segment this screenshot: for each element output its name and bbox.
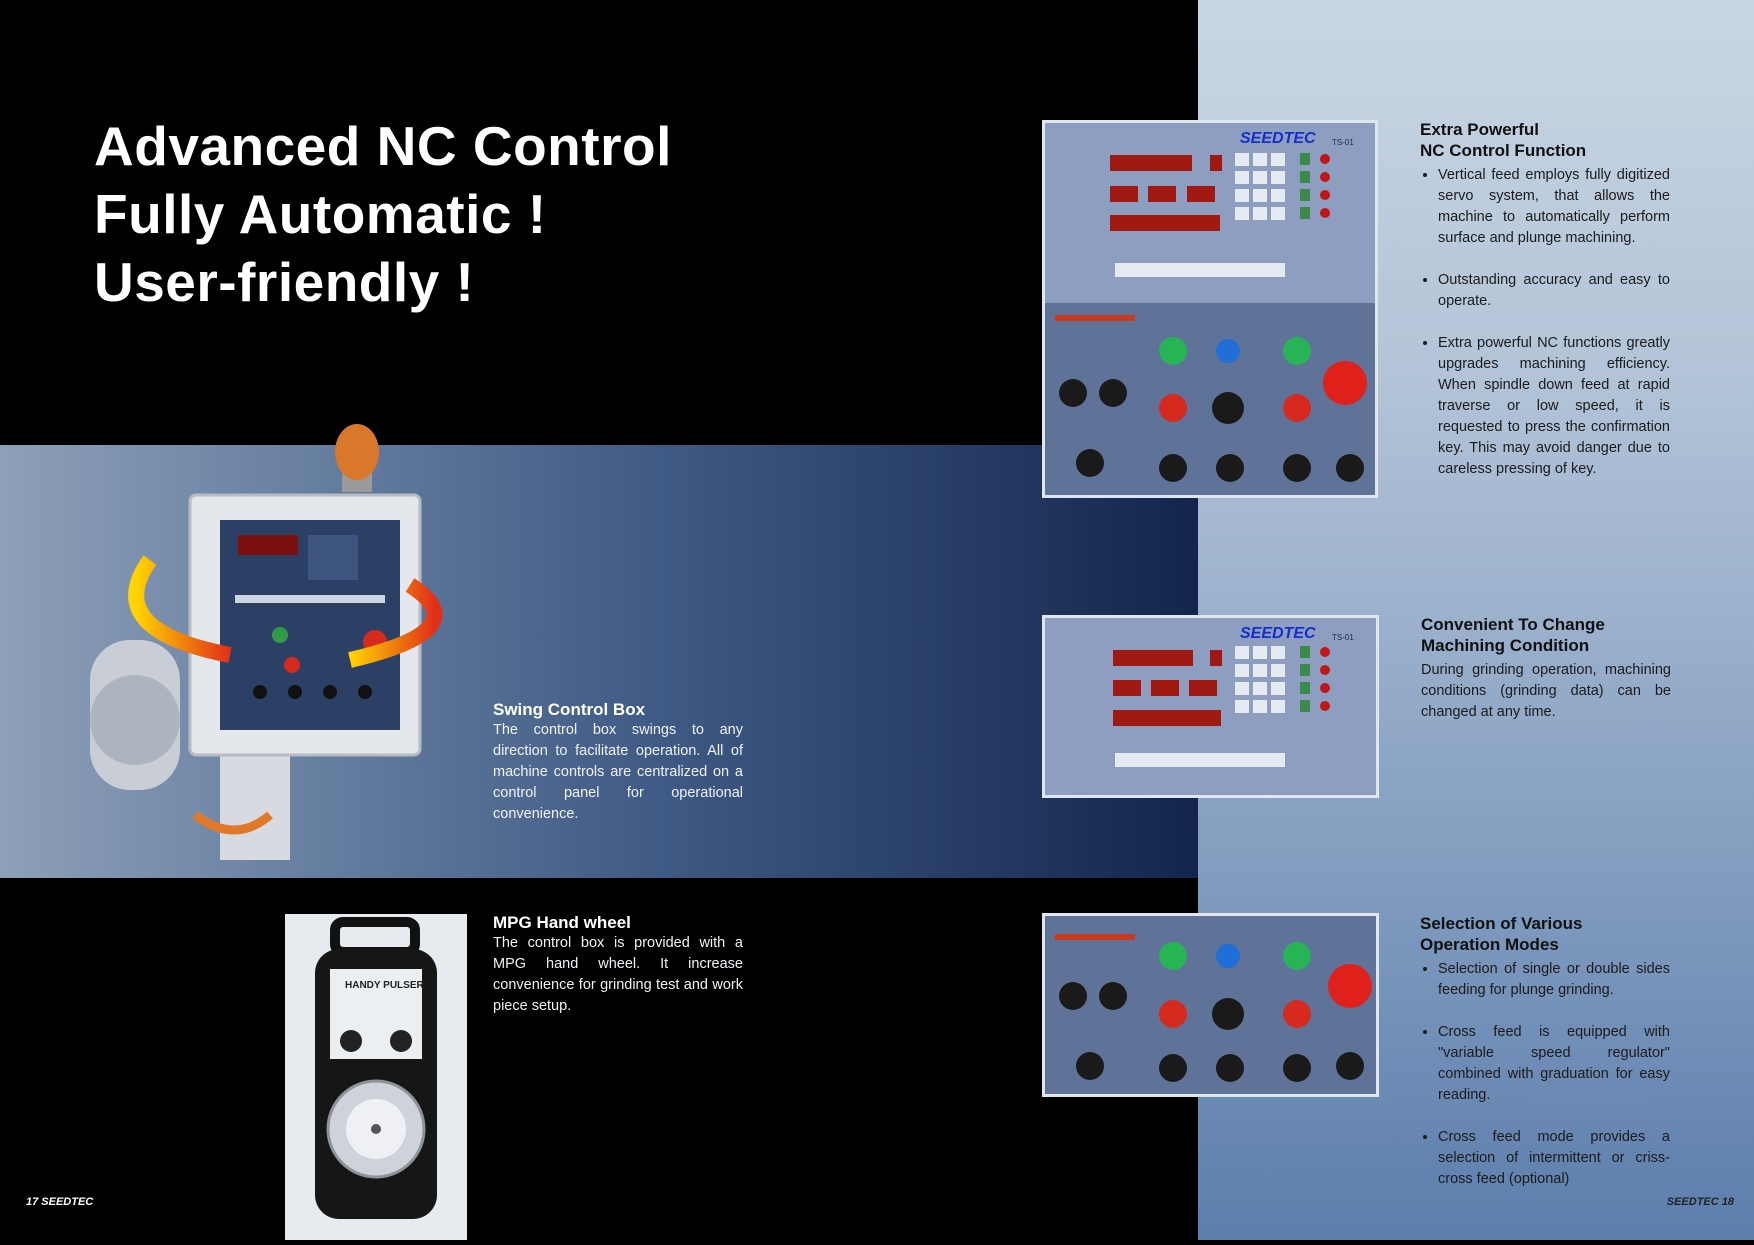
nc-control-panel-full-image: SEEDTEC TS-01 [1042, 120, 1378, 498]
mpg-hand-wheel-photo: HANDY PULSER [285, 914, 467, 1240]
modes-title-line-2: Operation Modes [1420, 935, 1559, 954]
mpg-body: The control box is provided with a MPG h… [493, 935, 743, 1014]
nc-title-line-2: NC Control Function [1420, 141, 1587, 160]
swing-control-box-section: Swing Control Box The control box swings… [493, 699, 743, 825]
nc-title-line-1: Extra Powerful [1420, 120, 1540, 139]
nc-bullet-1: Vertical feed employs fully digitized se… [1438, 165, 1670, 249]
condition-title-line-1: Convenient To Change [1421, 615, 1605, 634]
footer-left-page-number: 17 SEEDTEC [26, 1196, 94, 1208]
top-left-background [0, 0, 1198, 445]
headline: Advanced NC Control Fully Automatic ! Us… [94, 112, 672, 316]
operation-modes-section: Selection of Various Operation Modes Sel… [1420, 913, 1670, 1190]
operation-mode-panel-image [1042, 913, 1379, 1097]
modes-bullet-1: Selection of single or double sides feed… [1438, 959, 1670, 1001]
swing-body: The control box swings to any direction … [493, 722, 743, 822]
nc-bullet-2: Outstanding accuracy and easy to operate… [1438, 270, 1670, 312]
bottom-left-background [0, 878, 1198, 1240]
handy-pulser-label: HANDY PULSER [345, 980, 424, 991]
headline-line-2: Fully Automatic ! [94, 183, 547, 245]
swing-title: Swing Control Box [493, 700, 646, 719]
footer-right-page-number: SEEDTEC 18 [1666, 1196, 1734, 1208]
condition-title-line-2: Machining Condition [1421, 636, 1590, 655]
nc-control-section: Extra Powerful NC Control Function Verti… [1420, 119, 1670, 480]
headline-line-3: User-friendly ! [94, 251, 475, 313]
modes-title-line-1: Selection of Various [1420, 914, 1583, 933]
panel-brand-2: SEEDTEC [1240, 625, 1316, 642]
panel-brand-1: SEEDTEC [1240, 130, 1316, 147]
nc-display-panel-image: SEEDTEC TS-01 [1042, 615, 1379, 798]
headline-line-1: Advanced NC Control [94, 115, 672, 177]
condition-body: During grinding operation, machining con… [1421, 662, 1671, 720]
nc-bullet-3: Extra powerful NC functions greatly upgr… [1438, 333, 1670, 480]
mpg-section: MPG Hand wheel The control box is provid… [493, 912, 743, 1017]
machining-condition-section: Convenient To Change Machining Condition… [1421, 614, 1671, 723]
swing-control-box-photo [80, 420, 510, 860]
modes-bullet-2: Cross feed is equipped with "variable sp… [1438, 1022, 1670, 1106]
modes-bullet-3: Cross feed mode provides a selection of … [1438, 1127, 1670, 1190]
panel-model-1: TS-01 [1332, 138, 1354, 147]
mpg-title: MPG Hand wheel [493, 913, 631, 932]
panel-model-2: TS-01 [1332, 633, 1354, 642]
